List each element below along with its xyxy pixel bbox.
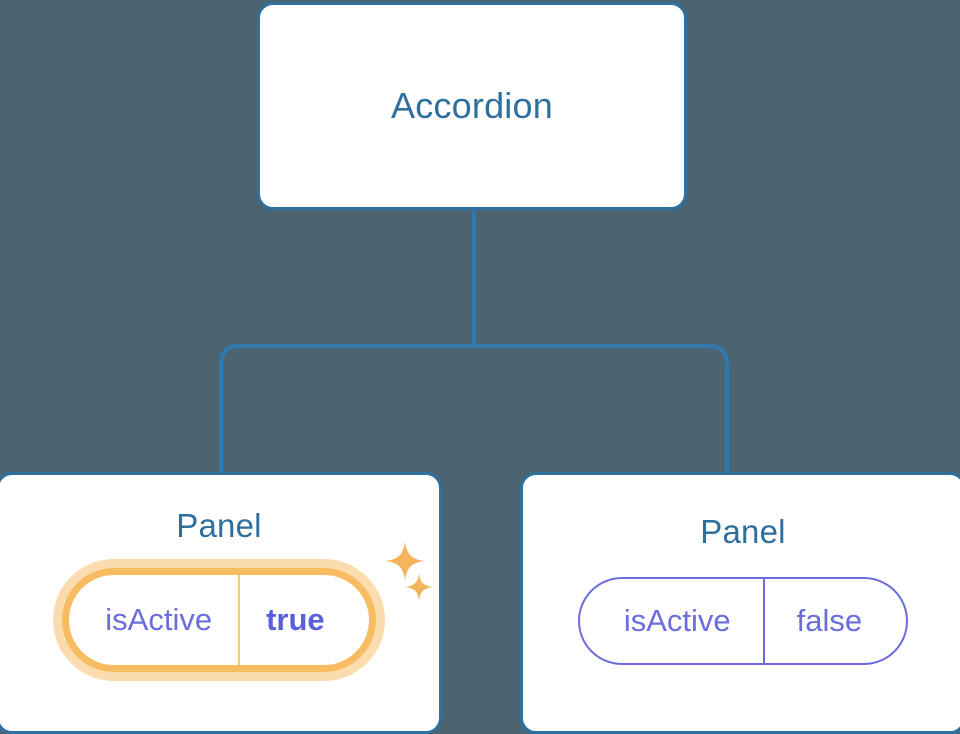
prop-pill-active[interactable]: isActive true bbox=[62, 568, 376, 672]
prop-pill-active-key: isActive bbox=[69, 575, 241, 665]
node-panel-active-title: Panel bbox=[176, 507, 262, 544]
node-panel-active[interactable]: Panel isActive true bbox=[0, 472, 442, 734]
node-panel-inactive[interactable]: Panel isActive false bbox=[520, 472, 960, 734]
node-accordion-title: Accordion bbox=[391, 85, 553, 126]
prop-pill-active-wrapper: isActive true bbox=[53, 559, 385, 681]
prop-pill-inactive-key: isActive bbox=[580, 579, 765, 663]
prop-pill-inactive[interactable]: isActive false bbox=[577, 577, 909, 665]
node-panel-inactive-title: Panel bbox=[700, 513, 786, 550]
prop-pill-inactive-wrapper: isActive false bbox=[577, 577, 909, 665]
node-accordion[interactable]: Accordion bbox=[257, 2, 687, 210]
prop-pill-inactive-value: false bbox=[796, 603, 863, 638]
prop-pill-active-value: true bbox=[266, 602, 325, 637]
connector-bracket bbox=[219, 344, 729, 472]
